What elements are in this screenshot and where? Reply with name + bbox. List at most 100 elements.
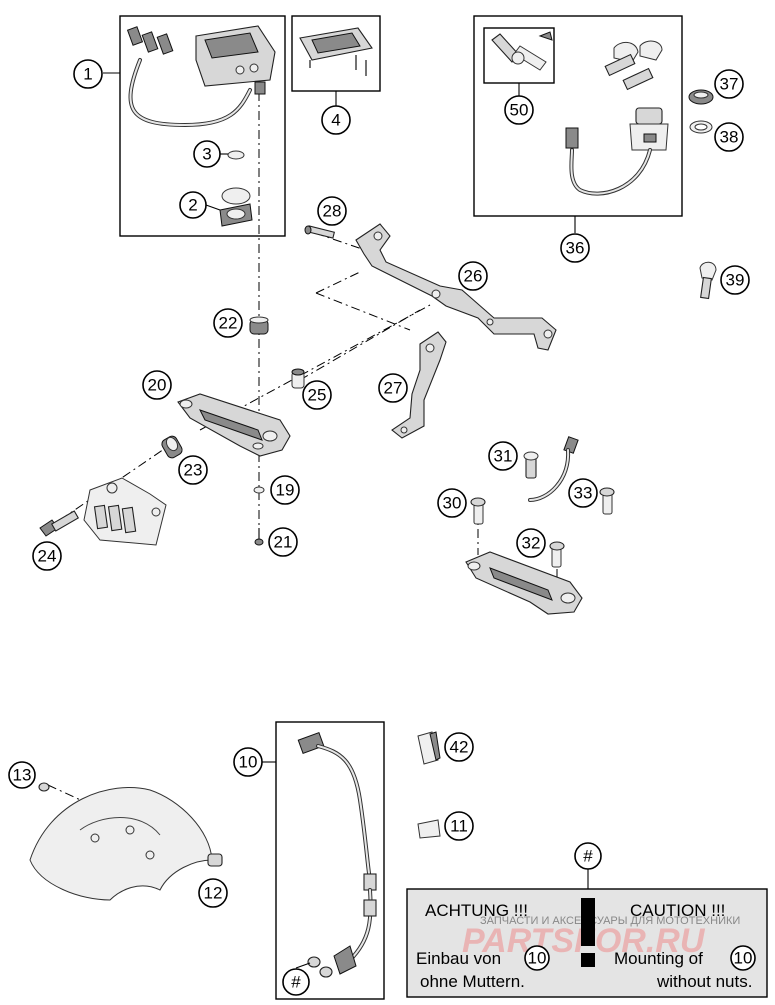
warning-de-num-circle [524, 945, 550, 971]
leader-2 [205, 204, 221, 211]
part-23-spacer [161, 435, 183, 459]
exclamation-icon [581, 898, 595, 946]
callout-13: 13 [8, 761, 36, 789]
svg-text:12: 12 [204, 884, 223, 903]
callout-31: 31 [488, 441, 518, 471]
speedometer-part [126, 25, 276, 128]
part-28-bolt [304, 225, 336, 239]
svg-text:28: 28 [323, 202, 342, 221]
frame-speedometer [119, 15, 286, 237]
svg-text:10: 10 [239, 753, 258, 772]
warning-de-num: 10 [528, 949, 547, 968]
svg-text:21: 21 [274, 533, 293, 552]
svg-text:39: 39 [726, 271, 745, 290]
svg-text:13: 13 [13, 766, 32, 785]
part-39-key [699, 261, 717, 300]
axis-26 [315, 271, 361, 294]
part-37-nut [688, 89, 714, 105]
svg-text:19: 19 [276, 481, 295, 500]
frame-wheel-sensor [275, 721, 385, 1000]
part-31-33-sensor [523, 436, 615, 515]
callout-22: 22 [213, 308, 243, 338]
part-26-bracket [355, 223, 557, 351]
callout-39: 39 [720, 265, 750, 295]
callout-50: 50 [504, 95, 534, 125]
warning-de-line1: Einbau von [416, 949, 501, 968]
callout-1: 1 [73, 59, 103, 89]
callout-24: 24 [32, 541, 62, 571]
part-4-cover [299, 27, 373, 76]
part-27-bracket [391, 331, 447, 439]
svg-text:50: 50 [510, 101, 529, 120]
callout-hash-bottom: # [282, 968, 310, 996]
part-36-ignition [565, 40, 669, 196]
brake-disc [29, 782, 223, 901]
callout-20: 20 [142, 370, 172, 400]
callout-26: 26 [458, 261, 488, 291]
part-42-clip [417, 731, 441, 765]
svg-text:24: 24 [38, 547, 57, 566]
callout-10: 10 [233, 747, 263, 777]
part-38-washer [689, 120, 713, 134]
warning-en-title: CAUTION !!! [630, 901, 725, 920]
callout-23: 23 [178, 455, 208, 485]
axis-bracket-2 [299, 309, 421, 381]
part-25-spacer [291, 368, 305, 389]
svg-text:33: 33 [574, 484, 593, 503]
callout-4: 4 [321, 105, 351, 135]
callout-38: 38 [714, 122, 744, 152]
svg-text:37: 37 [720, 75, 739, 94]
callout-12: 12 [198, 878, 228, 908]
svg-text:#: # [291, 973, 301, 992]
svg-text:20: 20 [148, 376, 167, 395]
callout-27: 27 [378, 373, 408, 403]
frame-ignition [473, 15, 683, 217]
warning-de-title: ACHTUNG !!! [425, 901, 528, 920]
callout-25: 25 [302, 380, 332, 410]
svg-text:#: # [583, 847, 593, 866]
callout-3: 3 [193, 140, 221, 168]
callout-19: 19 [270, 475, 300, 505]
svg-text:31: 31 [494, 447, 513, 466]
callout-42: 42 [444, 732, 474, 762]
part-24-bracket [39, 477, 167, 546]
warning-en-num-circle [730, 945, 756, 971]
warning-en-line2: without nuts. [656, 972, 752, 991]
part-2-battery-cover [219, 187, 253, 227]
warning-de-line2: ohne Muttern. [420, 972, 525, 991]
part-3-washer [227, 150, 245, 160]
axis-316 [315, 292, 411, 331]
svg-text:36: 36 [566, 239, 585, 258]
part-19-washer [253, 486, 265, 494]
part-10-wheel-sensor [297, 732, 377, 978]
exclamation-dot-icon [581, 953, 595, 967]
svg-text:30: 30 [443, 494, 462, 513]
warning-en-line1: Mounting of [614, 949, 703, 968]
svg-text:26: 26 [464, 267, 483, 286]
svg-text:11: 11 [450, 817, 468, 836]
svg-text:27: 27 [384, 379, 403, 398]
leader-hash [295, 962, 311, 969]
warning-en-num: 10 [734, 949, 753, 968]
svg-text:23: 23 [184, 461, 203, 480]
callout-28: 28 [317, 196, 347, 226]
svg-text:1: 1 [83, 65, 92, 84]
callout-32: 32 [516, 528, 546, 558]
part-22-grommet [249, 316, 269, 335]
callout-2: 2 [179, 191, 207, 219]
part-21-screw [254, 528, 264, 546]
callout-36: 36 [560, 233, 590, 263]
callout-hash-top: # [574, 842, 602, 870]
callout-30: 30 [437, 488, 467, 518]
callout-33: 33 [568, 478, 598, 508]
axis-23 [59, 444, 171, 521]
callout-11: 11 [444, 811, 474, 841]
part-20-clamp [177, 393, 291, 457]
svg-text:2: 2 [188, 196, 197, 215]
part-11-clip [417, 819, 441, 839]
svg-text:4: 4 [331, 111, 340, 130]
callout-21: 21 [268, 527, 298, 557]
svg-text:22: 22 [219, 314, 238, 333]
part-50-lock-cylinder [491, 31, 553, 71]
